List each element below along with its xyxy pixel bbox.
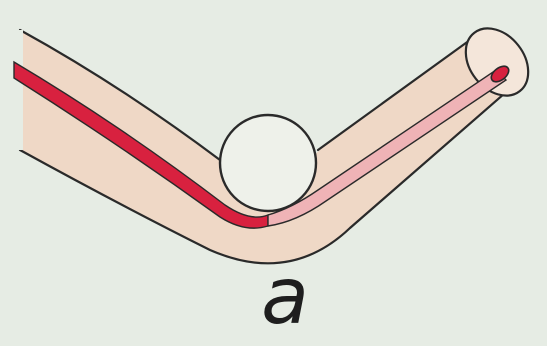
- figure-label: a: [240, 252, 330, 342]
- compressing-ball-icon: [220, 115, 316, 211]
